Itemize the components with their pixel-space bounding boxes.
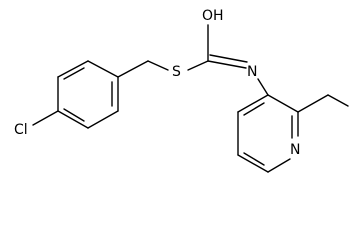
bond (57, 60, 89, 78)
bond-ring-ethyl (297, 94, 329, 113)
bond (237, 94, 269, 113)
bond-c-cl (32, 110, 59, 126)
chlorophenyl-ring (57, 60, 119, 129)
bond (267, 94, 299, 113)
bond (267, 158, 291, 173)
bond (87, 110, 119, 129)
pyridine-ring (237, 94, 299, 173)
double-bond-inner (63, 108, 85, 122)
molecule-drawing: OH S N Cl N (14, 8, 349, 173)
bond-s-c (187, 60, 209, 71)
double-bond-inner (243, 102, 265, 116)
bond-n-ring (257, 78, 269, 96)
atom-label-oh: OH (202, 8, 224, 24)
double-bond-inner (63, 67, 85, 80)
bond-ethyl (327, 94, 349, 107)
atom-label-cl: Cl (14, 122, 28, 138)
bond-c-n-double (209, 54, 248, 63)
bond-ch2-s (147, 60, 169, 71)
double-bond-inner (243, 152, 265, 166)
atom-label-n-imine: N (247, 64, 257, 80)
bond-c-n-double (207, 60, 247, 69)
bond-ring-ch2 (117, 60, 149, 78)
bond (57, 110, 89, 129)
structure-canvas: OH S N Cl N (14, 8, 349, 173)
bond (87, 60, 119, 78)
bond (237, 154, 269, 173)
atom-label-s: S (172, 64, 181, 80)
atom-label-n-pyridine: N (290, 142, 300, 158)
